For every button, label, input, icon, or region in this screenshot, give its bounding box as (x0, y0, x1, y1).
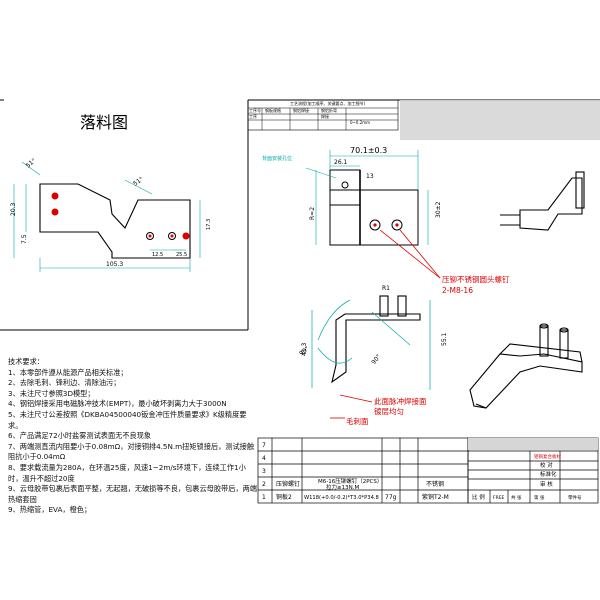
note-0: 技术要求： (8, 357, 44, 366)
blank-dim-h-right: 17.3 (206, 219, 212, 230)
note-1: 1、本零部件遵从能源产品相关标准； (8, 367, 128, 377)
note-9: 9、云母胶带包裹后表面平整，无起翘，无破损等不良，包裹云母胶带后，两端热缩套固 (8, 484, 257, 504)
process-cell-b: 0~0.2mm (350, 120, 370, 125)
process-col3: 钢铝焊接 (293, 107, 309, 113)
callout-lines (330, 229, 441, 419)
front-dimensions (305, 150, 429, 245)
process-row-label: 工序 (249, 113, 257, 119)
tb-scale: 比 例 (472, 493, 485, 501)
bom-row-4-no: 4 (262, 455, 266, 462)
process-cell-a: 焊接 (321, 113, 329, 119)
bom-row-3-no: 3 (262, 468, 266, 475)
iso-3d-view (469, 323, 583, 409)
callout-burr: 毛刺面 (346, 416, 369, 426)
callout-pulse-2: 镀层均匀 (374, 406, 404, 416)
front-hole-2 (391, 219, 403, 231)
note-2: 2、去除毛刺、锋利边、清除油污； (8, 378, 121, 388)
blank-hole-4 (168, 232, 176, 240)
iso-angle-2: 90° (370, 353, 382, 366)
bom-row-1-name: 铜板2 (276, 493, 292, 501)
blank-angle-2: 51° (132, 176, 145, 188)
tb-red-tag: 铝铜复合板材 (534, 453, 561, 460)
front-hole-1 (369, 219, 381, 231)
bom-header-no: 7 (262, 442, 266, 449)
note-3: 3、未注尺寸参照3D模型； (8, 388, 95, 398)
front-view (329, 169, 419, 246)
note-7: 7、两端测直流内阻要小于0.08mΩ，对接铜排4.5N.m扭矩锁接后，测试接触阻… (8, 441, 255, 462)
bom-row-2-name: 压铆螺钉 (276, 480, 300, 488)
bom-row-1-no: 1 (262, 494, 266, 501)
process-col4: 钢铝折弯 (321, 107, 337, 113)
callout-screw-spec: 2-M8-16 (442, 286, 473, 295)
front-dim-d1: 26.1 (334, 159, 348, 166)
blank-dim-h2: 7.5 (21, 234, 28, 244)
note-6: 6、产品满足72小时盐雾测试表面无不良现象 (8, 431, 152, 441)
bom-row-2-spec2: 拉力≥13N.M (326, 483, 359, 491)
blank-dim-h1: 20.3 (10, 202, 17, 216)
tb-sheet2: 第 张 (534, 494, 545, 501)
redacted-header (400, 100, 600, 140)
blank-hole-1 (51, 192, 59, 200)
front-dim-overall: 70.1±0.3 (350, 146, 387, 155)
side-view (500, 171, 585, 231)
blank-hole-5 (182, 232, 190, 240)
callout-screw: 压铆不锈钢圆头螺钉 (442, 274, 510, 284)
bom-row-2-no: 2 (262, 481, 266, 488)
front-dim-h-right: 30±2 (435, 201, 442, 218)
bom-table (257, 437, 469, 504)
bom-row-1-qty: 77g (385, 494, 397, 501)
callout-pulse-1: 此面脉冲焊接面 (374, 396, 427, 406)
bom-row-2-mat: 不锈钢 (426, 480, 444, 488)
tb-part: 零件号 (568, 494, 582, 501)
blank-dim-w3: 25.5 (176, 252, 187, 258)
tb-sheet: 共 张 (511, 494, 522, 501)
iso-dimensions (311, 299, 431, 390)
blank-hole-3 (146, 232, 154, 240)
bom-row-1-mat: 紫铜T2-M (422, 493, 449, 501)
iso-r-label: R1 (382, 285, 390, 292)
note-8: 8、要求载流量为280A，在环温25度，风速1~2m/s环境下，连续工作1小时，… (8, 462, 246, 483)
process-table: 工艺流程(加工顺序、关键要点、加工细节) 工序号 钢板规格 钢铝焊接 钢铝折弯 … (247, 99, 399, 131)
blank-view (39, 183, 191, 259)
note-10: 9、热缩管，EVA，橙色； (8, 505, 92, 515)
process-col1: 工序号 (249, 107, 261, 113)
page-title: 落料图 (80, 113, 128, 132)
blank-dimensions (13, 161, 201, 272)
title-redacted (468, 438, 598, 450)
process-header: 工艺流程(加工顺序、关键要点、加工细节) (290, 100, 366, 106)
bom-row-1-spec: W118(+0.0/-0.2)*T3.0*P34.8 (304, 495, 379, 501)
front-note-left: 背面安装孔位 (262, 155, 292, 162)
iso-dim-w: 55.1 (441, 332, 448, 346)
technical-notes: 技术要求： 1、本零部件遵从能源产品相关标准； 2、去除毛刺、锋利边、清除油污；… (8, 357, 258, 516)
blank-hole-2 (51, 208, 59, 216)
blank-dim-length: 105.3 (106, 261, 123, 268)
front-dim-h-left: R=2 (309, 207, 316, 220)
blank-angle-1: 51° (25, 157, 38, 169)
tb-free: FREE (493, 495, 505, 501)
note-5: 5、未注尺寸公差按照《DKBA04500040钣金冲压件质量要求》K级精度要求。 (8, 409, 247, 430)
note-4: 4、钢铝焊接采用电磁脉冲技术(EMPT)，最小破坏剥离力大于3000N (8, 399, 227, 409)
front-dim-d2: 13 (366, 173, 374, 180)
blank-dim-w1: 12.5 (152, 252, 163, 258)
tb-check: 校 对 (540, 461, 553, 469)
process-col2: 钢板规格 (265, 107, 281, 113)
iso-dim-h: 41.3 (301, 342, 308, 356)
bom-row-2-spec: M6-16压铆螺钉（2PCS） (318, 477, 382, 485)
iso-bend-view (331, 295, 421, 384)
tb-std: 标准化 (540, 470, 557, 478)
tb-approve: 审 核 (540, 480, 553, 488)
